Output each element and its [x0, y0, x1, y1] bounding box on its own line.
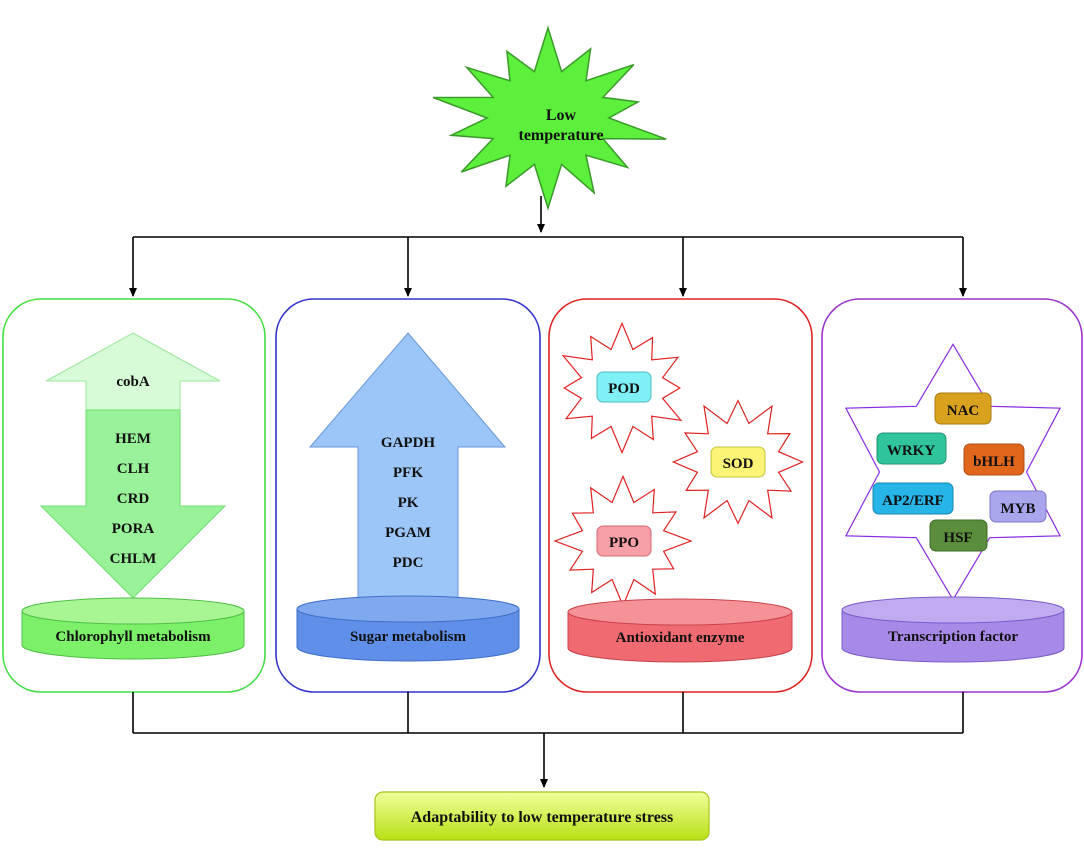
enzyme-label: SOD — [723, 456, 754, 472]
down-arrow — [39, 409, 227, 599]
factor-label: bHLH — [973, 454, 1015, 470]
gene-label: cobA — [116, 374, 150, 390]
panel-chlorophyll: cobA HEM CLH CRD PORA CHLM Chlorophyll m… — [2, 298, 266, 693]
panel-label: Chlorophyll metabolism — [55, 629, 211, 645]
enzyme-label: PPO — [609, 535, 639, 551]
source-label-line-1: Low — [546, 107, 577, 124]
base-cylinder — [296, 595, 520, 662]
source-label-line-2: temperature — [519, 127, 604, 144]
panel-transcription: NAC WRKY bHLH AP2/ERF MYB HSF Transcript… — [821, 298, 1083, 693]
gene-label: PDC — [393, 555, 424, 571]
factor-label: HSF — [943, 530, 972, 546]
gene-label: PORA — [112, 521, 155, 537]
panel-label: Antioxidant enzyme — [616, 630, 745, 646]
gene-label: GAPDH — [381, 435, 435, 451]
gene-label: PFK — [393, 465, 423, 481]
factor-myb: MYB — [989, 490, 1047, 523]
factor-nac: NAC — [934, 392, 992, 425]
enzyme-box — [710, 446, 766, 478]
factor-bhlh: bHLH — [963, 443, 1025, 476]
burst-shape — [432, 25, 667, 211]
enzyme-ppo: PPO — [596, 525, 652, 557]
panel-antioxidant: POD SOD PPO Antioxidant enzyme — [548, 298, 813, 693]
outcome-label: Adaptability to low temperature stress — [411, 809, 674, 826]
base-cylinder — [841, 596, 1065, 663]
enzyme-label: POD — [608, 381, 640, 397]
panel-sugar: GAPDH PFK PK PGAM PDC Sugar metabolism — [275, 298, 541, 693]
panel-label: Transcription factor — [888, 629, 1018, 645]
enzyme-box — [596, 371, 652, 403]
factor-label: NAC — [947, 403, 980, 419]
top-connectors — [129, 196, 967, 297]
enzyme-sod: SOD — [710, 446, 766, 478]
base-cylinder — [21, 597, 245, 660]
factor-hsf: HSF — [929, 519, 988, 552]
gene-label: CRD — [117, 491, 150, 507]
factor-ap2-erf: AP2/ERF — [872, 482, 954, 515]
outcome-background — [374, 791, 710, 841]
gene-label: PK — [398, 495, 419, 511]
gene-label: PGAM — [385, 525, 431, 541]
factor-label: WRKY — [887, 443, 936, 459]
factor-wrky: WRKY — [876, 432, 947, 465]
base-cylinder — [567, 598, 793, 663]
enzyme-box — [596, 525, 652, 557]
panel-label: Sugar metabolism — [350, 629, 466, 645]
low-temperature-burst: Low temperature — [432, 25, 667, 211]
factor-label: AP2/ERF — [882, 493, 944, 509]
factor-label: MYB — [1001, 501, 1036, 517]
enzyme-pod: POD — [596, 371, 652, 403]
gene-label: HEM — [115, 431, 151, 447]
gene-label: CHLM — [110, 551, 157, 567]
outcome-box: Adaptability to low temperature stress — [374, 791, 710, 841]
bottom-connectors — [132, 692, 964, 788]
gene-label: CLH — [117, 461, 150, 477]
